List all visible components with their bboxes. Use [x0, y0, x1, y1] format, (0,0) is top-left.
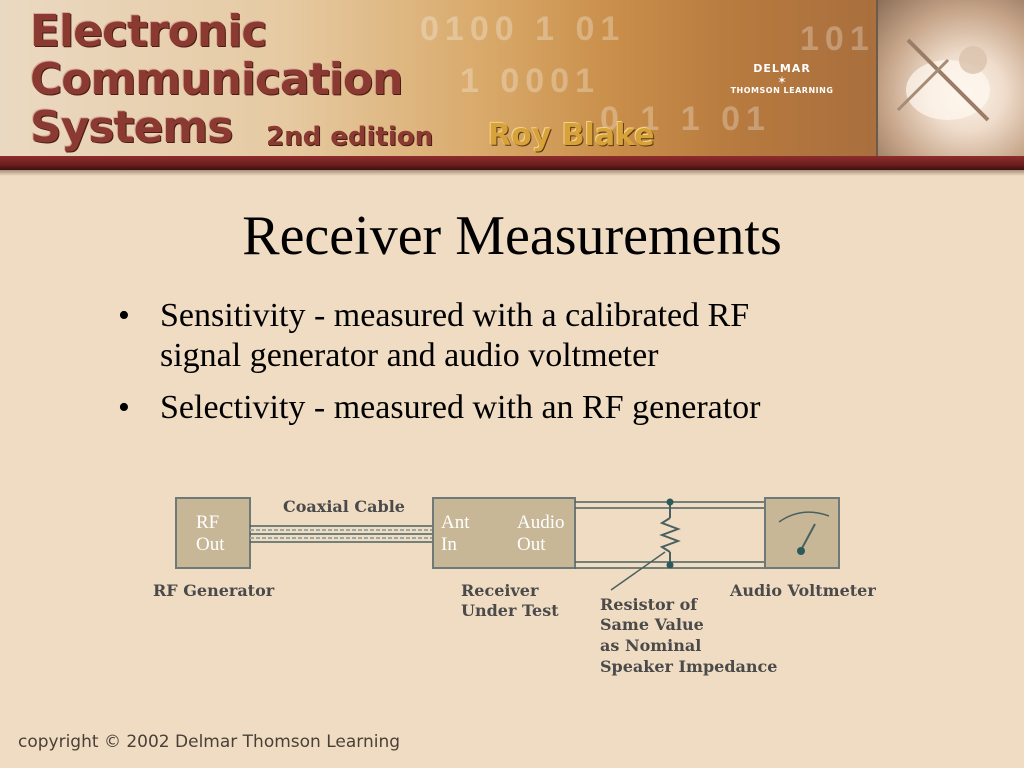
publisher-logo: DELMAR ✶ THOMSON LEARNING: [712, 62, 852, 95]
resistor-label-line3: as Nominal: [600, 636, 701, 655]
bullet-text-line: signal generator and audio voltmeter: [160, 337, 659, 374]
resistor-symbol: [610, 498, 681, 591]
resistor-label-line4: Speaker Impedance: [600, 657, 777, 676]
receiver-label-line1: Receiver: [461, 581, 539, 600]
resistor-label-line1: Resistor of: [600, 595, 698, 614]
book-title-line-3: Systems: [30, 102, 233, 153]
bullet-marker: •: [118, 389, 130, 426]
receiver-audio-label: Audio: [517, 512, 565, 533]
banner-shadow: [0, 170, 1024, 176]
bullet-list: • Sensitivity - measured with a calibrat…: [118, 296, 918, 440]
decorative-digits: 1 0001: [460, 62, 600, 100]
bullet-text-line: Sensitivity - measured with a calibrated…: [160, 297, 750, 334]
coaxial-cable: [250, 525, 433, 543]
coaxial-cable-label: Coaxial Cable: [283, 497, 405, 516]
receiver-label-line2: Under Test: [461, 601, 559, 620]
bullet-item-selectivity: • Selectivity - measured with an RF gene…: [118, 388, 918, 428]
node-dot: [666, 561, 674, 569]
node-dot: [666, 498, 674, 506]
decorative-digits: 0100 1 01: [420, 10, 626, 48]
publisher-name: DELMAR: [753, 62, 811, 75]
meter-dial-icon: [778, 511, 830, 555]
audio-voltmeter-box: [764, 497, 840, 569]
rf-generator-label: RF Generator: [153, 581, 275, 600]
receiver-ant-label: Ant: [441, 512, 470, 533]
edition-label: 2nd edition: [266, 122, 434, 152]
resistor-label-line2: Same Value: [600, 615, 704, 634]
bullet-text-line: Selectivity - measured with an RF genera…: [160, 389, 761, 426]
bullet-item-sensitivity: • Sensitivity - measured with a calibrat…: [118, 296, 918, 376]
rf-generator-box: [175, 497, 251, 569]
receiver-in-label: In: [441, 534, 457, 555]
audio-voltmeter-label: Audio Voltmeter: [729, 581, 876, 600]
author-name: Roy Blake: [488, 118, 655, 153]
decorative-digits: 101: [800, 20, 875, 58]
publisher-subtitle: THOMSON LEARNING: [730, 86, 834, 95]
measurement-diagram: RF Out Coaxial Cable Ant In Audio Out RF…: [153, 497, 876, 676]
slide-title: Receiver Measurements: [242, 205, 782, 267]
receiver-out-label: Out: [517, 534, 546, 555]
rf-box-label-line2: Out: [196, 534, 225, 555]
banner-bar: [0, 156, 1024, 170]
header-banner: 0100 1 01 1 0001 0 1 1 01 101 Electronic…: [0, 0, 1024, 170]
cover-photo-image: [896, 38, 990, 122]
decorative-digits: 0 1 1 01: [600, 100, 771, 138]
bullet-marker: •: [118, 297, 130, 334]
rf-box-label-line1: RF: [196, 512, 219, 533]
cover-photo: [876, 0, 1024, 168]
copyright-footer: copyright © 2002 Delmar Thomson Learning: [18, 732, 401, 752]
receiver-box: [432, 497, 576, 569]
book-title-line-1: Electronic: [30, 6, 268, 57]
book-title-line-2: Communication: [30, 54, 403, 105]
publisher-star-icon: ✶: [777, 74, 787, 87]
